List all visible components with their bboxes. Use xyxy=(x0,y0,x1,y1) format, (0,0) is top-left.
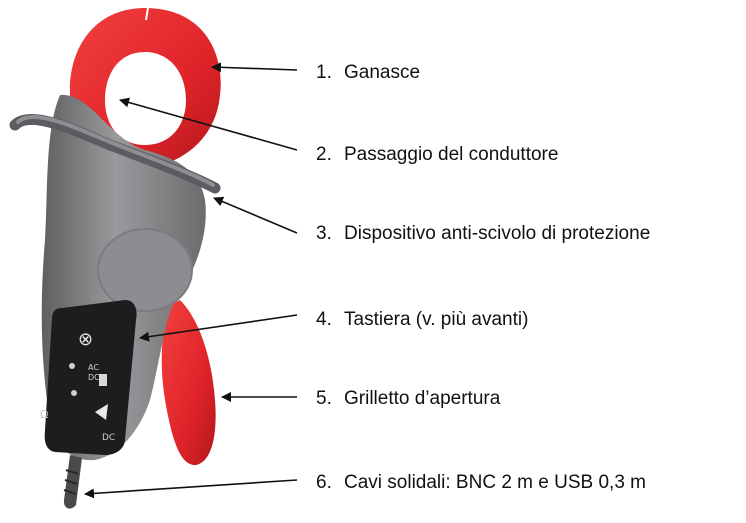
cables xyxy=(64,455,82,509)
callout-label-6: 6.Cavi solidali: BNC 2 m e USB 0,3 m xyxy=(316,472,646,494)
keypad-mark-ac: AC xyxy=(88,363,99,372)
callout-label-4: 4.Tastiera (v. più avanti) xyxy=(316,309,528,331)
callout-number-5: 5. xyxy=(316,388,344,410)
callout-label-2: 2.Passaggio del conduttore xyxy=(316,144,558,166)
keypad[interactable]: ⊗ AC DC DC Ω xyxy=(40,300,137,455)
trigger[interactable] xyxy=(162,300,216,465)
callout-text-4: Tastiera (v. più avanti) xyxy=(344,309,528,330)
callout-text-1: Ganasce xyxy=(344,62,420,83)
callout-number-6: 6. xyxy=(316,472,344,494)
callout-label-3: 3.Dispositivo anti-scivolo di protezione xyxy=(316,223,650,245)
callout-number-2: 2. xyxy=(316,144,344,166)
callout-text-6: Cavi solidali: BNC 2 m e USB 0,3 m xyxy=(344,472,646,493)
arrow-3 xyxy=(214,198,297,233)
keypad-led-1 xyxy=(69,363,75,369)
keypad-left-text: Ω xyxy=(40,408,48,421)
callout-label-5: 5.Grilletto d’apertura xyxy=(316,388,500,410)
callout-text-5: Grilletto d’apertura xyxy=(344,388,500,409)
keypad-button-range[interactable] xyxy=(99,374,107,386)
keypad-top-symbol: ⊗ xyxy=(78,329,93,350)
arrow-1 xyxy=(212,67,297,70)
callout-label-1: 1.Ganasce xyxy=(316,62,420,84)
callout-number-1: 1. xyxy=(316,62,344,84)
arrow-6 xyxy=(85,480,297,494)
keypad-led-2 xyxy=(71,390,77,396)
keypad-bottom-text: DC xyxy=(102,433,115,443)
keypad-mark-dc: DC xyxy=(88,373,100,382)
callout-text-2: Passaggio del conduttore xyxy=(344,144,558,165)
callout-text-3: Dispositivo anti-scivolo di protezione xyxy=(344,223,650,244)
callout-number-4: 4. xyxy=(316,309,344,331)
callout-number-3: 3. xyxy=(316,223,344,245)
